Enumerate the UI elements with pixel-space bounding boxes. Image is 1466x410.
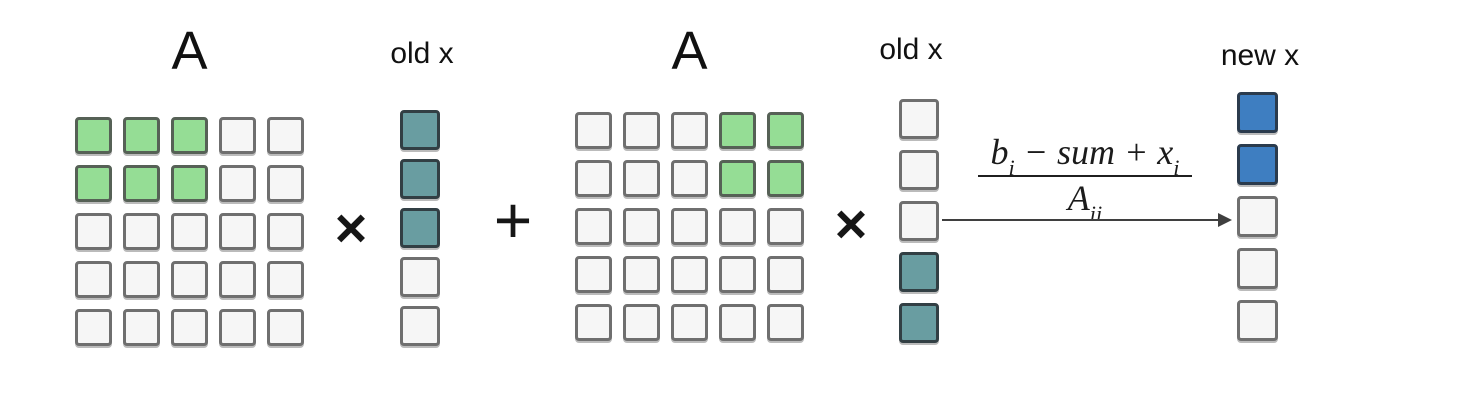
new-x-vector [1237,92,1278,341]
cell-empty [623,160,660,197]
formula-numerator: bi − sum + xi [955,132,1215,179]
cell-green [123,165,160,202]
formula-denominator: Aii [955,178,1215,225]
cell-teal [899,252,939,292]
cell-teal [400,208,440,248]
formula-term: x [1157,132,1174,172]
old-x-vector-left [400,110,440,346]
cell-empty [719,256,756,293]
cell-green [171,117,208,154]
cell-empty [767,256,804,293]
new-x-label: new x [1220,39,1300,72]
matrix-a-right-label: A [671,21,708,81]
cell-empty [1237,196,1278,237]
cell-empty [767,208,804,245]
cell-empty [575,304,612,341]
cell-empty [123,213,160,250]
cell-empty [899,99,939,139]
cell-empty [671,160,708,197]
assignment-arrow-head [1218,213,1232,227]
matrix-a-left [75,117,304,346]
cell-empty [623,256,660,293]
cell-green [75,165,112,202]
cell-empty [767,304,804,341]
update-formula: bi − sum + xi Aii [955,132,1215,225]
cell-green [171,165,208,202]
cell-empty [671,208,708,245]
cell-empty [219,213,256,250]
cell-empty [75,309,112,346]
formula-term: b [990,132,1009,172]
cell-empty [219,117,256,154]
cell-empty [123,261,160,298]
cell-green [719,112,756,149]
cell-empty [267,309,304,346]
cell-empty [623,112,660,149]
cell-empty [575,208,612,245]
cell-empty [575,112,612,149]
cell-green [719,160,756,197]
cell-empty [623,208,660,245]
cell-empty [671,256,708,293]
multiply-operator-left: × [334,196,368,259]
cell-empty [219,309,256,346]
cell-empty [899,150,939,190]
cell-empty [267,213,304,250]
formula-term: A [1067,178,1090,218]
fraction-bar [978,175,1192,177]
cell-green [767,160,804,197]
cell-green [123,117,160,154]
cell-empty [671,304,708,341]
cell-empty [267,261,304,298]
cell-empty [171,213,208,250]
plus-operator: + [493,183,533,257]
old-x-left-label: old x [390,37,454,70]
cell-empty [75,213,112,250]
cell-teal [400,159,440,199]
cell-blue [1237,144,1278,185]
cell-empty [267,165,304,202]
matrix-a-left-label: A [171,21,208,81]
cell-empty [623,304,660,341]
formula-term: − sum + [1014,132,1158,172]
cell-green [75,117,112,154]
old-x-vector-right [899,99,939,343]
cell-green [767,112,804,149]
cell-empty [1237,300,1278,341]
cell-empty [267,117,304,154]
cell-empty [899,201,939,241]
multiply-operator-right: × [834,192,868,255]
formula-subscript: i [1173,154,1180,180]
cell-empty [219,261,256,298]
cell-empty [171,261,208,298]
cell-empty [719,208,756,245]
formula-subscript: i [1008,154,1015,180]
formula-subscript: ii [1089,200,1103,226]
matrix-a-right [575,112,804,341]
cell-empty [719,304,756,341]
cell-teal [400,110,440,150]
cell-empty [400,306,440,346]
cell-empty [219,165,256,202]
cell-empty [575,160,612,197]
cell-empty [1237,248,1278,289]
old-x-right-label: old x [879,33,943,66]
cell-empty [575,256,612,293]
cell-blue [1237,92,1278,133]
assignment-arrow-line [942,219,1220,221]
cell-teal [899,303,939,343]
cell-empty [123,309,160,346]
cell-empty [75,261,112,298]
cell-empty [671,112,708,149]
cell-empty [171,309,208,346]
cell-empty [400,257,440,297]
